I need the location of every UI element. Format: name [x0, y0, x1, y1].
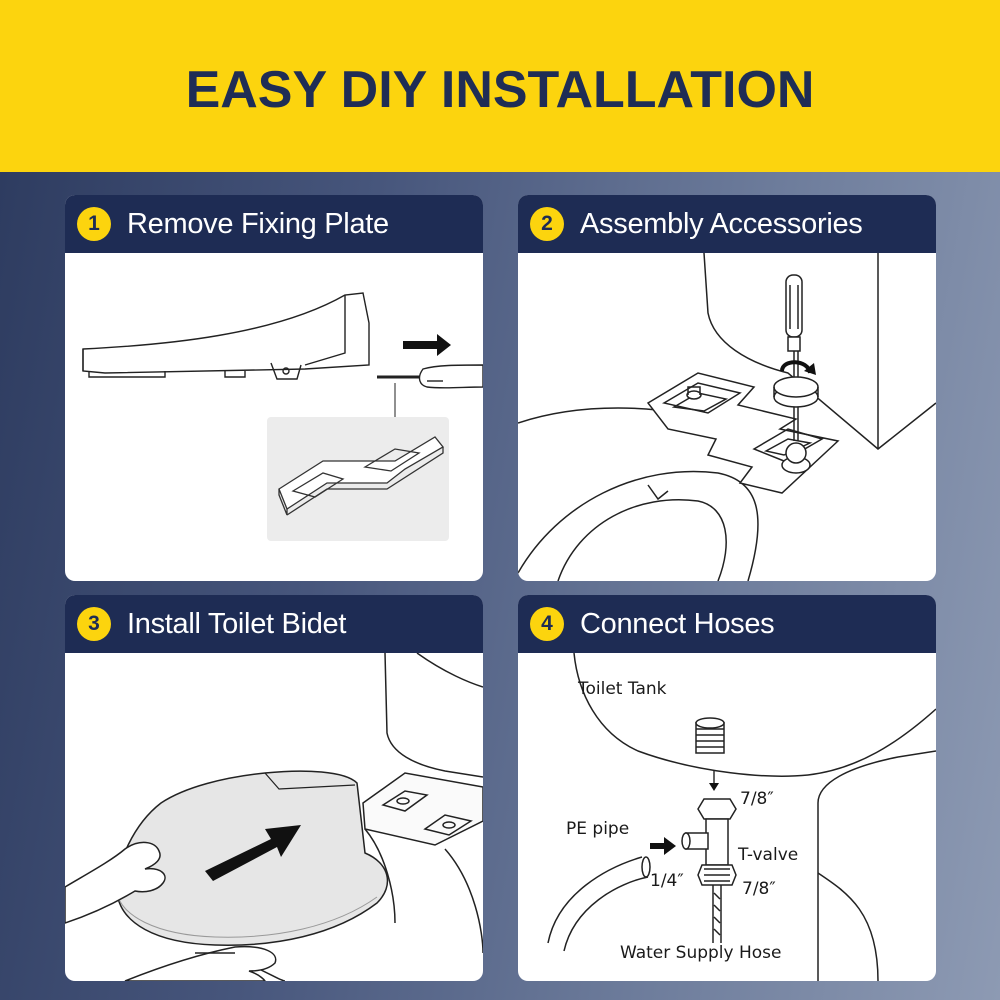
label-size-bottom: 7/8″	[742, 879, 776, 899]
step-title: Install Toilet Bidet	[127, 607, 347, 640]
step-card-3: 3 Install Toilet Bidet	[65, 595, 483, 981]
step-title: Connect Hoses	[580, 607, 775, 640]
step-illustration	[65, 653, 483, 981]
step-header: 2 Assembly Accessories	[518, 195, 936, 253]
title-banner: EASY DIY INSTALLATION	[0, 0, 1000, 172]
install-bidet-illustration	[65, 653, 483, 981]
connect-hoses-illustration	[547, 653, 936, 981]
remove-plate-illustration	[82, 292, 483, 541]
label-pe-pipe: PE pipe	[566, 819, 630, 839]
step-card-1: 1 Remove Fixing Plate	[65, 195, 483, 581]
page-title: EASY DIY INSTALLATION	[185, 61, 815, 119]
step-number-badge: 1	[77, 207, 111, 241]
label-size-top: 7/8″	[740, 789, 774, 809]
step-header: 3 Install Toilet Bidet	[65, 595, 483, 653]
step-illustration	[65, 253, 483, 581]
step-number-badge: 3	[77, 607, 111, 641]
step-illustration	[518, 253, 936, 581]
step-header: 4 Connect Hoses	[518, 595, 936, 653]
step-header: 1 Remove Fixing Plate	[65, 195, 483, 253]
label-t-valve: T-valve	[738, 845, 799, 865]
step-card-4: 4 Connect Hoses	[518, 595, 936, 981]
step-title: Assembly Accessories	[580, 207, 863, 240]
step-number-badge: 2	[530, 207, 564, 241]
label-size-quarter: 1/4″	[650, 871, 684, 891]
assembly-illustration	[518, 253, 936, 581]
step-title: Remove Fixing Plate	[127, 207, 389, 240]
label-water-supply-hose: Water Supply Hose	[620, 943, 782, 963]
step-number-badge: 4	[530, 607, 564, 641]
step-card-2: 2 Assembly Accessories	[518, 195, 936, 581]
step-illustration: Toilet Tank 7/8″ PE pipe T-valve 1/4″ 7/…	[518, 653, 936, 981]
label-toilet-tank: Toilet Tank	[578, 679, 667, 699]
